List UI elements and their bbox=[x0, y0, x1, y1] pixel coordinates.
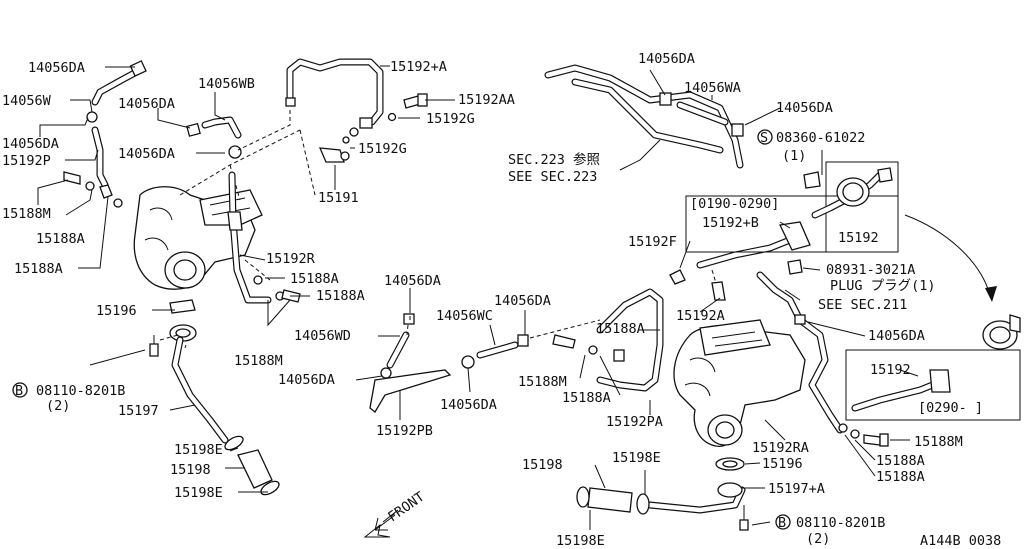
part-label: 15188A bbox=[876, 469, 925, 485]
part-label: 14056WD bbox=[294, 328, 351, 344]
s-circle-letter: S bbox=[760, 130, 768, 146]
part-label: 14056DA bbox=[28, 60, 85, 76]
b-circle-letter: B bbox=[778, 515, 786, 531]
part-label: 14056DA bbox=[118, 146, 175, 162]
left-turbocharger bbox=[133, 186, 263, 290]
part-label: 15191 bbox=[318, 190, 359, 206]
part-label: 15192G bbox=[358, 141, 407, 157]
part-label: 14056WA bbox=[684, 80, 741, 96]
b-circle-icon bbox=[775, 514, 791, 530]
part-label: 15192R bbox=[266, 251, 316, 267]
b-circle-icon bbox=[12, 382, 28, 398]
part-label: 15188A bbox=[14, 261, 63, 277]
part-label: 08931-3021A bbox=[826, 262, 915, 278]
part-label: (2) bbox=[46, 398, 70, 414]
part-label: 15196 bbox=[762, 456, 803, 472]
part-label: 15192PA bbox=[606, 414, 663, 430]
part-labels: 14056DA 14056W 14056DA 14056WB 14056DA 1… bbox=[2, 51, 1001, 549]
part-label: 15188M bbox=[2, 206, 51, 222]
part-label: 15197 bbox=[118, 403, 159, 419]
part-label: 15192 bbox=[838, 230, 879, 246]
part-label: 15198 bbox=[170, 462, 211, 478]
part-label: [0190-0290] bbox=[690, 196, 779, 212]
part-label: 15188A bbox=[316, 288, 365, 304]
part-label: 15188A bbox=[596, 321, 645, 337]
part-label: 15196 bbox=[96, 303, 137, 319]
part-label: 15188A bbox=[876, 453, 925, 469]
part-label: SEE SEC.211 bbox=[818, 297, 907, 313]
part-label: 15198E bbox=[174, 442, 223, 458]
part-label: 15192+A bbox=[390, 59, 447, 75]
part-label: 15188A bbox=[562, 390, 611, 406]
part-label: (2) bbox=[806, 531, 830, 547]
part-label: SEE SEC.223 bbox=[508, 169, 597, 185]
part-label: 14056WB bbox=[198, 76, 255, 92]
front-label: FRONT bbox=[385, 489, 427, 525]
part-label: 15188M bbox=[914, 434, 963, 450]
part-label: 14056DA bbox=[776, 100, 833, 116]
leader-lines bbox=[37, 65, 919, 530]
part-label: 15192A bbox=[676, 308, 725, 324]
part-label: 14056DA bbox=[118, 96, 175, 112]
part-label: 15192+B bbox=[702, 215, 759, 231]
center-hoses bbox=[369, 305, 601, 413]
part-label: PLUG プラグ(1) bbox=[830, 278, 936, 294]
part-label: 08110-8201B bbox=[36, 383, 125, 399]
part-label: [0290- ] bbox=[918, 400, 983, 416]
part-label: 15192AA bbox=[458, 92, 515, 108]
part-label: (1) bbox=[782, 148, 806, 164]
part-label: 15188M bbox=[234, 353, 283, 369]
right-turbocharger bbox=[673, 319, 806, 447]
part-label: 14056DA bbox=[440, 397, 497, 413]
part-label: 15198E bbox=[556, 533, 605, 549]
part-label: 08110-8201B bbox=[796, 515, 885, 531]
part-label: 14056DA bbox=[278, 372, 335, 388]
part-label: 15192 bbox=[870, 362, 911, 378]
s-circle-icon bbox=[757, 129, 773, 145]
part-label: 15192F bbox=[628, 234, 677, 250]
b-circle-letter: B bbox=[15, 383, 23, 399]
left-upper-hoses bbox=[63, 60, 242, 208]
part-label: 14056DA bbox=[868, 328, 925, 344]
part-label: 15197+A bbox=[768, 481, 825, 497]
part-label: 14056DA bbox=[2, 136, 59, 152]
part-label: 15188A bbox=[290, 271, 339, 287]
part-label: 14056DA bbox=[638, 51, 695, 67]
part-label: 15188A bbox=[36, 231, 85, 247]
part-label: 15188M bbox=[518, 374, 567, 390]
part-label: 15192G bbox=[426, 111, 475, 127]
part-label: 14056DA bbox=[494, 293, 551, 309]
part-label: SEC.223 参照 bbox=[508, 151, 600, 168]
diagram-code: A144B 0038 bbox=[920, 533, 1001, 549]
part-label: 15192PB bbox=[376, 423, 433, 439]
part-label: 14056DA bbox=[384, 273, 441, 289]
part-label: 15198E bbox=[174, 485, 223, 501]
part-label: 15192RA bbox=[752, 440, 809, 456]
part-label: 14056W bbox=[2, 93, 52, 109]
part-label: 14056WC bbox=[436, 308, 493, 324]
part-label: 15198 bbox=[522, 457, 563, 473]
part-label: 15198E bbox=[612, 450, 661, 466]
part-label: 08360-61022 bbox=[776, 130, 865, 146]
part-label: 15192P bbox=[2, 153, 51, 169]
